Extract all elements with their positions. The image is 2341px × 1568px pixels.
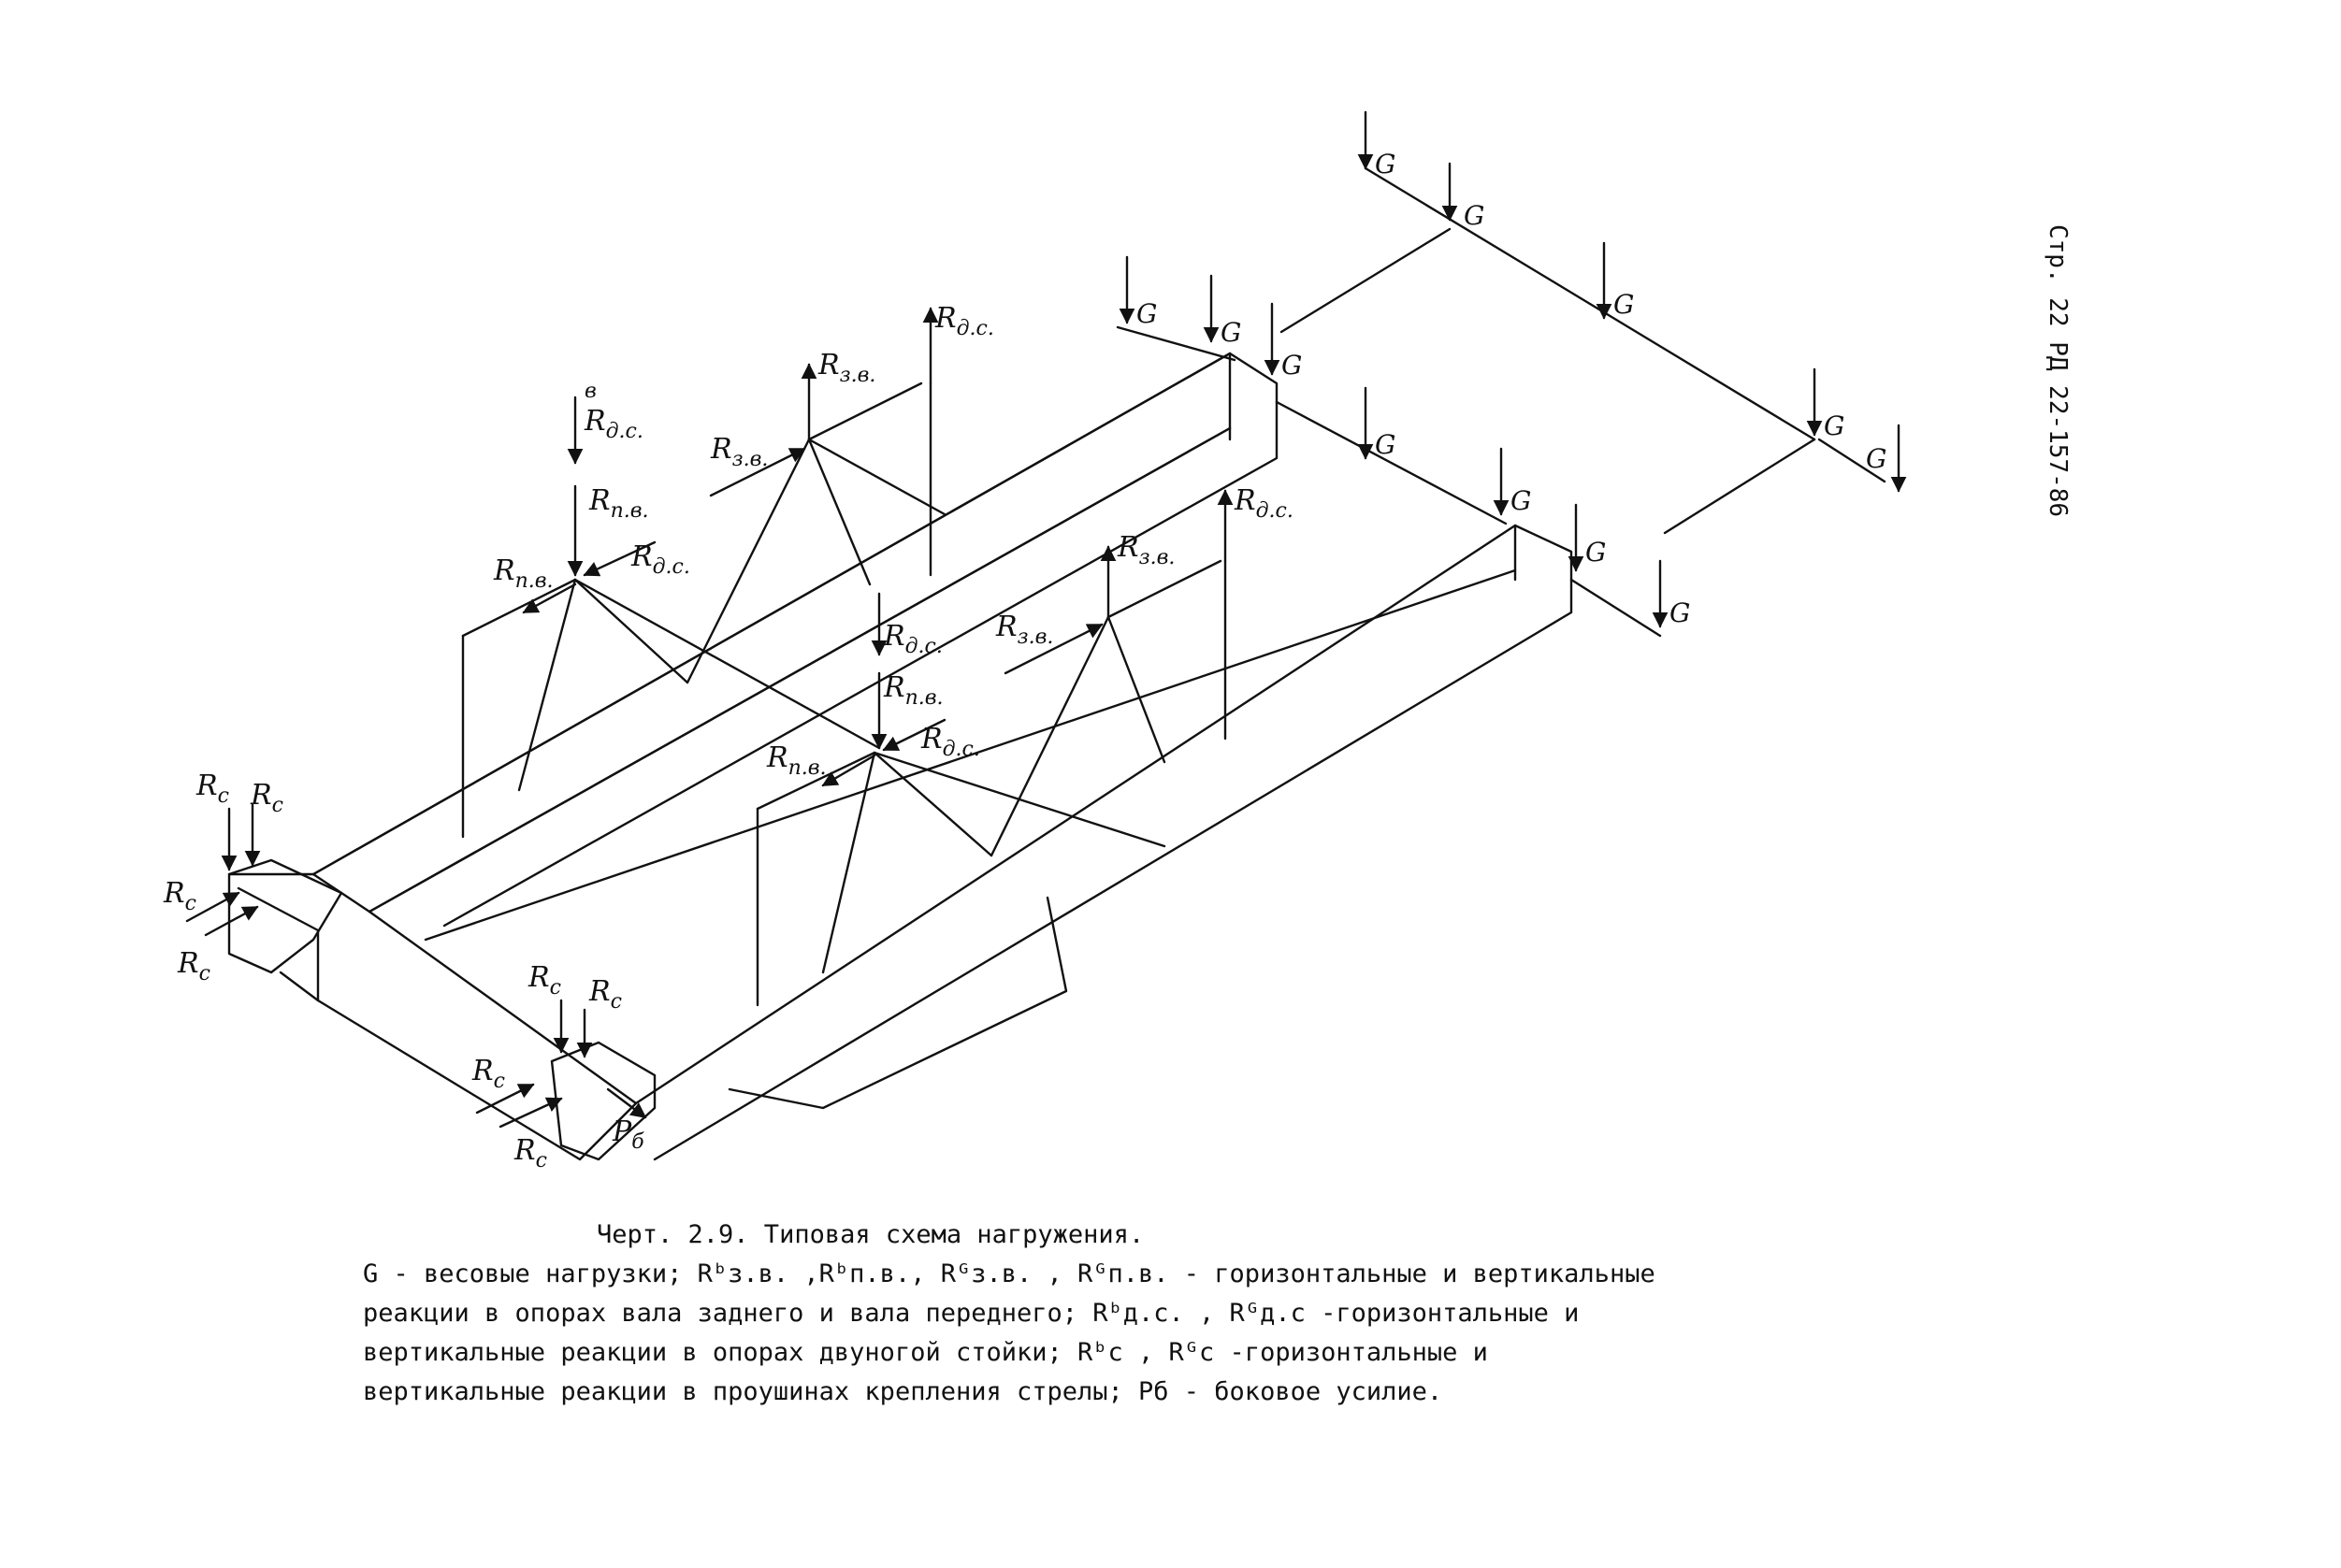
label-r-zv-g: Rз.в. bbox=[710, 433, 768, 471]
support-leg bbox=[1106, 559, 1222, 619]
arrow-r-pv-g bbox=[522, 583, 577, 614]
frame-structure bbox=[227, 352, 1573, 1161]
caption-line: вертикальные реакции в проушинах креплен… bbox=[363, 1377, 1443, 1406]
caption-line: вертикальные реакции в опорах двуногой с… bbox=[363, 1338, 1488, 1367]
inner-frame-2 bbox=[424, 568, 1517, 942]
label-rc-g: Rс bbox=[177, 947, 210, 985]
g-label: G bbox=[1375, 429, 1395, 460]
g-label: G bbox=[1375, 149, 1395, 180]
arrow-rc-g bbox=[499, 1097, 563, 1129]
label-r-pv-g: Rп.в. bbox=[766, 741, 827, 780]
frame-line bbox=[873, 751, 1166, 848]
arrow-r-zv-g bbox=[1004, 623, 1104, 675]
label-r-zv-v: Rз.в. bbox=[1117, 531, 1175, 569]
label-rc-v: Rс bbox=[250, 779, 283, 817]
weight-load-grid bbox=[1116, 166, 1886, 638]
arrow-r-ds-g bbox=[882, 718, 947, 752]
upper-beam-top-edge bbox=[311, 352, 1232, 876]
front-block-left bbox=[227, 858, 343, 974]
support-leg bbox=[807, 438, 947, 516]
label-r-ds-v: Rд.с. bbox=[584, 405, 643, 443]
figure-caption: Черт. 2.9. Типовая схема нагружения. G -… bbox=[363, 1216, 1655, 1412]
label-rc-v: Rс bbox=[527, 961, 561, 1000]
front-cross-beam bbox=[227, 872, 638, 1161]
arrow-r-zv-g bbox=[709, 447, 806, 497]
support-leg bbox=[873, 751, 993, 857]
g-label: G bbox=[1136, 298, 1157, 329]
g-label: G bbox=[1866, 443, 1886, 474]
g-label: G bbox=[1221, 317, 1241, 348]
front-block-right bbox=[550, 1041, 657, 1161]
force-labels: в Rд.с. Rп.в. Rп.в. Rд.с. Rз.в. Rз.в. Rд… bbox=[163, 302, 1293, 1172]
support-leg bbox=[573, 578, 689, 684]
label-rc-g: Rс bbox=[471, 1055, 505, 1093]
caption-line: G - весовые нагрузки; Rᵇз.в. ,Rᵇп.в., Rᴳ… bbox=[363, 1259, 1655, 1288]
label-pb: Pб bbox=[612, 1115, 644, 1154]
support-leg bbox=[517, 578, 577, 792]
support-leg bbox=[990, 615, 1110, 857]
label-r-zv-g: Rз.в. bbox=[995, 611, 1053, 649]
g-line-7 bbox=[1569, 578, 1662, 638]
support-leg bbox=[686, 438, 811, 684]
g-arrows bbox=[1119, 110, 1907, 628]
support-leg bbox=[807, 381, 923, 441]
g-label: G bbox=[1613, 289, 1634, 320]
arrow-pb bbox=[606, 1087, 647, 1119]
label-r-pv-v: Rп.в. bbox=[588, 484, 649, 523]
label-rc-g: Rс bbox=[513, 1134, 547, 1172]
arrow-rc-g bbox=[185, 891, 240, 923]
page-reference: Стр. 22 РД 22-157-86 bbox=[2044, 224, 2072, 518]
label-rc-v: Rс bbox=[588, 975, 622, 1014]
lower-support-right bbox=[756, 489, 1234, 1007]
label-r-ds-g: Rд.с. bbox=[920, 723, 980, 761]
g-line-5 bbox=[1116, 325, 1236, 362]
support-leg bbox=[756, 751, 876, 811]
g-label: G bbox=[1669, 597, 1690, 628]
arrow-rc-g bbox=[475, 1083, 535, 1115]
lower-skirt bbox=[728, 896, 1068, 1110]
label-r-ds-up: Rд.с. bbox=[934, 302, 994, 340]
arrow-rc-g bbox=[204, 905, 259, 937]
g-label: G bbox=[1464, 200, 1484, 231]
lower-beam bbox=[634, 524, 1573, 1161]
label-r-zv-v: Rз.в. bbox=[817, 349, 875, 387]
support-leg bbox=[807, 438, 872, 586]
label-r-pv-v: Rп.в. bbox=[883, 671, 944, 710]
label-g-ds: в bbox=[585, 380, 597, 403]
g-line-3 bbox=[1279, 227, 1452, 334]
g-line-6 bbox=[1275, 400, 1508, 525]
g-line-2 bbox=[1663, 438, 1816, 535]
label-rc-v: Rс bbox=[195, 770, 229, 808]
upper-support-left bbox=[461, 307, 947, 839]
arrow-r-ds-g bbox=[583, 540, 657, 577]
label-r-ds-v: Rд.с. bbox=[883, 620, 943, 658]
g-label: G bbox=[1510, 485, 1531, 516]
arrow-r-pv-g bbox=[821, 754, 876, 787]
label-r-ds-g: Rд.с. bbox=[630, 540, 690, 579]
caption-line: реакции в опорах вала заднего и вала пер… bbox=[363, 1299, 1580, 1328]
g-labels: G G G G G G G G G G G G bbox=[1136, 149, 1886, 628]
upper-beam bbox=[311, 352, 1279, 928]
support-leg bbox=[821, 751, 876, 974]
support-leg bbox=[461, 578, 577, 638]
g-label: G bbox=[1281, 350, 1302, 381]
label-r-ds-up: Rд.с. bbox=[1234, 484, 1293, 523]
g-label: G bbox=[1585, 537, 1606, 568]
label-rc-g: Rс bbox=[163, 877, 196, 915]
label-r-pv-g: Rп.в. bbox=[493, 554, 554, 593]
caption-title: Черт. 2.9. Типовая схема нагружения. bbox=[597, 1220, 1145, 1249]
support-leg bbox=[1106, 615, 1166, 764]
front-reactions bbox=[185, 802, 647, 1129]
g-line-4 bbox=[1817, 438, 1886, 483]
g-label: G bbox=[1824, 410, 1844, 441]
frame-line bbox=[573, 578, 881, 750]
inner-frame bbox=[368, 426, 1232, 913]
g-line-1 bbox=[1364, 166, 1816, 441]
